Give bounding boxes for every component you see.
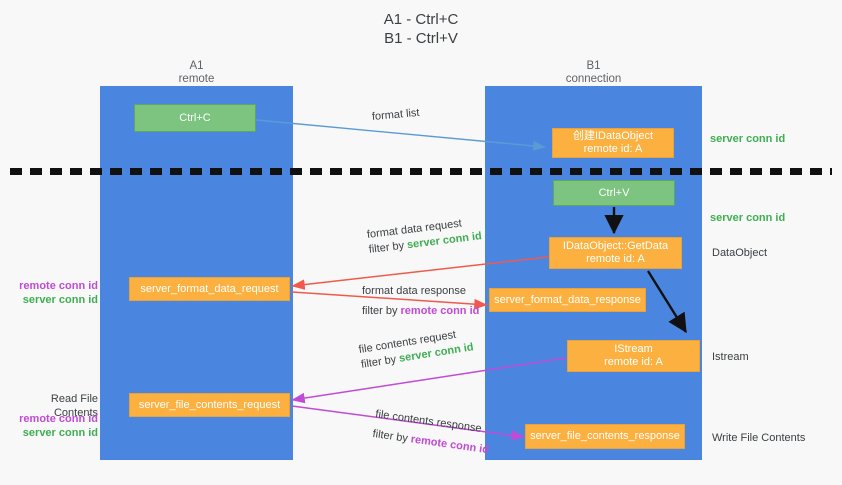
node-server-format-data-response-label: server_format_data_response bbox=[494, 293, 641, 306]
lane-header-a1: A1 remote bbox=[100, 60, 293, 86]
title-line-2: B1 - Ctrl+V bbox=[384, 30, 458, 47]
node-idataobject-getdata[interactable]: IDataObject::GetData remote id: A bbox=[549, 237, 682, 269]
arrow-format-data-response bbox=[291, 291, 488, 310]
node-idataobject-getdata-line2: remote id: A bbox=[586, 253, 645, 265]
node-ctrl-c[interactable]: Ctrl+C bbox=[134, 104, 256, 132]
right-label-server-conn-id-top: server conn id bbox=[710, 132, 785, 146]
right-label-server-conn-id-mid: server conn id bbox=[710, 211, 785, 225]
left-label-server-conn-id-low: server conn id bbox=[22, 427, 98, 439]
node-idataobject-getdata-line1: IDataObject::GetData bbox=[562, 240, 669, 252]
lane-header-b1: B1 connection bbox=[485, 60, 702, 86]
arrow-getdata-to-istream bbox=[646, 270, 688, 334]
arrow-format-list bbox=[255, 119, 546, 151]
filter-prefix: filter by bbox=[368, 239, 408, 256]
diagram-title: A1 - Ctrl+C B1 - Ctrl+V bbox=[0, 10, 842, 48]
node-server-file-contents-request-label: server_file_contents_request bbox=[138, 398, 281, 411]
node-istream[interactable]: IStream remote id: A bbox=[567, 340, 700, 372]
node-server-format-data-request[interactable]: server_format_data_request bbox=[129, 277, 290, 301]
node-istream-line1: IStream bbox=[614, 343, 653, 355]
node-create-idataobject-line1: 创建IDataObject bbox=[572, 130, 654, 142]
lane-a1-sub: remote bbox=[178, 73, 215, 85]
arrow-format-data-request bbox=[291, 256, 549, 290]
left-label-remote-conn-id: remote conn id bbox=[19, 280, 98, 292]
filter-prefix: filter by bbox=[362, 305, 401, 317]
right-label-server-conn-id-mid-text: server conn id bbox=[710, 212, 786, 224]
right-label-data-object-text: DataObject bbox=[712, 247, 768, 259]
left-label-server-conn-id: server conn id bbox=[22, 294, 98, 306]
right-label-istream-text: Istream bbox=[712, 351, 749, 363]
lane-b1-sub: connection bbox=[565, 73, 622, 85]
annotation-format-data-response: format data response filter by remote co… bbox=[362, 284, 479, 319]
arrow-file-contents-request bbox=[291, 357, 567, 404]
title-line-1: A1 - Ctrl+C bbox=[383, 11, 459, 28]
node-server-file-contents-request[interactable]: server_file_contents_request bbox=[129, 393, 290, 417]
left-label-conn-ids-mid: remote conn id server conn id bbox=[10, 279, 98, 307]
left-label-remote-conn-id-low: remote conn id bbox=[19, 413, 98, 425]
node-create-idataobject[interactable]: 创建IDataObject remote id: A bbox=[552, 128, 674, 158]
node-server-file-contents-response-label: server_file_contents_response bbox=[530, 430, 680, 442]
annotation-format-data-response-filter: filter by remote conn id bbox=[362, 304, 479, 319]
left-label-read-file-contents: Read File Contents bbox=[8, 392, 98, 420]
node-create-idataobject-line2: remote id: A bbox=[583, 143, 643, 155]
node-server-file-contents-response[interactable]: server_file_contents_response bbox=[525, 424, 685, 449]
filter-key-remote-conn-id: remote conn id bbox=[400, 305, 480, 317]
node-istream-line2: remote id: A bbox=[604, 356, 663, 368]
right-label-write-file-contents: Write File Contents bbox=[712, 431, 805, 445]
right-label-server-conn-id-top-text: server conn id bbox=[710, 133, 786, 145]
node-server-format-data-request-label: server_format_data_request bbox=[140, 282, 279, 295]
annotation-format-list-text: format list bbox=[371, 106, 420, 123]
node-server-format-data-response[interactable]: server_format_data_response bbox=[489, 288, 646, 312]
filter-prefix: filter by bbox=[371, 427, 412, 446]
node-ctrl-v-label: Ctrl+V bbox=[598, 186, 630, 199]
left-label-read-file-contents-text: Read File Contents bbox=[50, 393, 98, 419]
arrow-file-contents-response bbox=[291, 405, 525, 441]
annotation-format-data-response-text: format data response bbox=[362, 285, 466, 297]
node-ctrl-v[interactable]: Ctrl+V bbox=[553, 180, 675, 206]
right-label-data-object: DataObject bbox=[712, 246, 767, 260]
lane-b1-name: B1 bbox=[586, 60, 601, 72]
lane-a1-name: A1 bbox=[189, 60, 204, 72]
left-label-conn-ids-low: remote conn id server conn id bbox=[10, 412, 98, 440]
right-label-write-file-contents-text: Write File Contents bbox=[712, 432, 806, 444]
node-ctrl-c-label: Ctrl+C bbox=[179, 111, 211, 124]
right-label-istream: Istream bbox=[712, 350, 749, 364]
phase-divider bbox=[10, 168, 832, 175]
